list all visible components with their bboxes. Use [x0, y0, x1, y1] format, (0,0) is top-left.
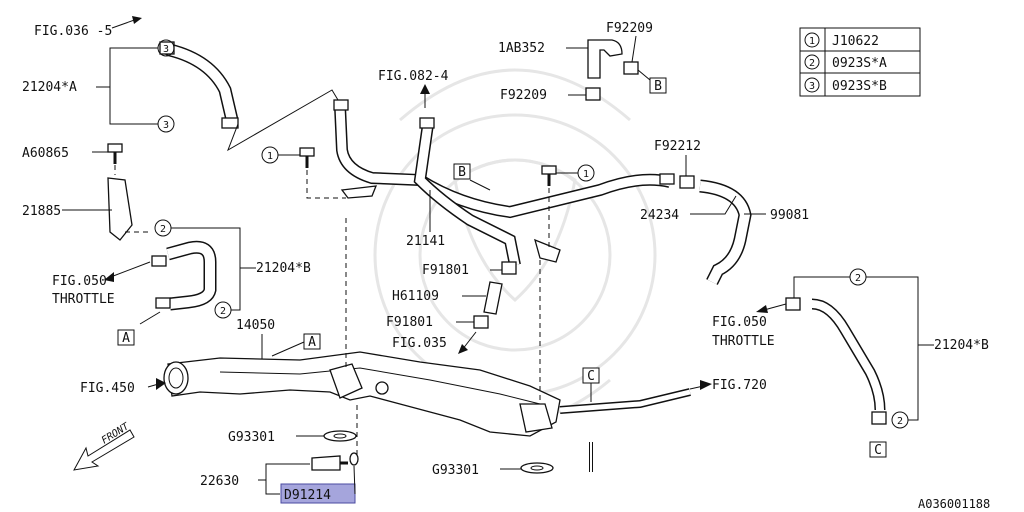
ref-b-top: B — [654, 79, 662, 94]
bracket-21885-group: A60865 21885 — [22, 143, 150, 241]
callout-2-b: 2 — [220, 306, 226, 317]
label-99081: 99081 — [770, 208, 809, 223]
label-d91214: D91214 — [284, 488, 331, 503]
ref-a-left: A — [122, 331, 130, 346]
label-22630: 22630 — [200, 474, 239, 489]
label-21204b-left: 21204*B — [256, 261, 311, 276]
label-fig035: FIG.035 — [392, 336, 447, 351]
label-fig036: FIG.036 -5 — [34, 24, 112, 39]
legend-part-1: J10622 — [832, 34, 879, 49]
diagram-code: A036001188 — [918, 497, 990, 511]
callout-1-left: 1 — [267, 151, 273, 162]
label-g93301-right: G93301 — [432, 463, 479, 478]
callout-3-bottom: 3 — [163, 120, 169, 131]
label-front: FRONT — [100, 421, 132, 447]
ref-c-middle: C — [587, 369, 595, 384]
callout-3-top: 3 — [163, 44, 169, 55]
hose-h61109-group: F91801 H61109 F91801 FIG.035 — [386, 261, 517, 354]
pipe-21141-group: FIG.082-4 21141 B 1 1 — [261, 69, 672, 267]
elbow-1ab352-group: 1AB352 F92209 B F92209 — [498, 21, 667, 103]
label-1ab352: 1AB352 — [498, 41, 545, 56]
label-f92209-top: F92209 — [606, 21, 653, 36]
hose-99081-group: F92212 24234 99081 — [640, 139, 809, 285]
label-f92212: F92212 — [654, 139, 701, 154]
label-f92209-mid: F92209 — [500, 88, 547, 103]
label-21204b-right: 21204*B — [934, 338, 989, 353]
front-direction-arrow: FRONT — [73, 421, 135, 471]
ref-b-middle: B — [458, 165, 466, 180]
hose-21204a-group: FIG.036 -5 3 3 21204*A — [22, 16, 339, 152]
ref-c-right: C — [874, 443, 882, 458]
callout-1-right: 1 — [583, 169, 589, 180]
label-fig050-left: FIG.050 — [52, 274, 107, 289]
ref-a-body: A — [308, 335, 316, 350]
label-fig050-right: FIG.050 — [712, 315, 767, 330]
legend-num-2: 2 — [809, 58, 815, 69]
label-throttle-left: THROTTLE — [52, 292, 115, 307]
label-24234: 24234 — [640, 208, 679, 223]
label-fig720: FIG.720 — [712, 378, 767, 393]
label-h61109: H61109 — [392, 289, 439, 304]
label-throttle-right: THROTTLE — [712, 334, 775, 349]
sensor-22630-group: G93301 22630 D91214 G93301 — [200, 430, 554, 504]
label-14050: 14050 — [236, 318, 275, 333]
label-f91801-top: F91801 — [422, 263, 469, 278]
legend-part-2: 0923S*A — [832, 56, 887, 71]
label-21885: 21885 — [22, 204, 61, 219]
callout-2-d: 2 — [897, 416, 903, 427]
legend-part-3: 0923S*B — [832, 79, 887, 94]
hose-21204b-right-group: 2 2 21204*B FIG.050 THROTTLE — [712, 268, 989, 429]
label-g93301-left: G93301 — [228, 430, 275, 445]
label-fig450: FIG.450 — [80, 381, 135, 396]
label-21141: 21141 — [406, 234, 445, 249]
legend-num-1: 1 — [809, 36, 815, 47]
label-fig082: FIG.082-4 — [378, 69, 449, 84]
callout-2-a: 2 — [160, 224, 166, 235]
callout-2-c: 2 — [855, 273, 861, 284]
legend-num-3: 3 — [809, 81, 815, 92]
throttle-body-14050-group: 14050 A FIG.450 FIG.720 — [80, 218, 767, 455]
ref-c-group: C C — [582, 367, 887, 472]
label-21204a: 21204*A — [22, 80, 77, 95]
label-f91801-bottom: F91801 — [386, 315, 433, 330]
legend-table: 1 2 3 J10622 0923S*A 0923S*B — [799, 27, 921, 97]
label-a60865: A60865 — [22, 146, 69, 161]
hose-21204b-left-group: 2 2 21204*B FIG.050 THROTTLE A — [52, 219, 311, 346]
